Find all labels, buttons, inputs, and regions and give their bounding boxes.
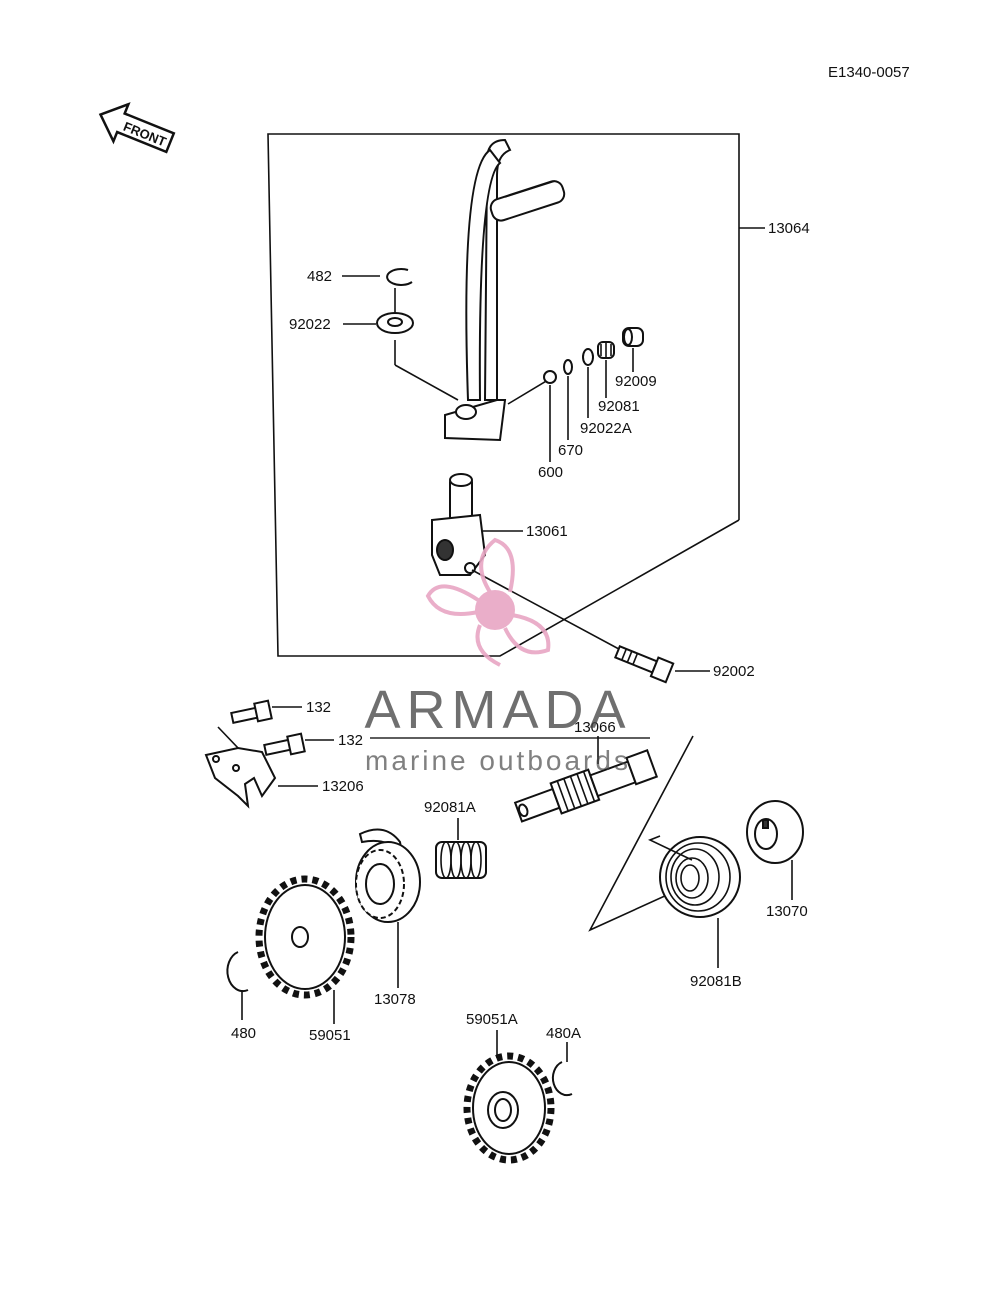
part-label-13206: 13206 [322,778,364,795]
ball-600 [543,370,557,384]
diagram-code: E1340-0057 [828,64,910,81]
bolt-92002 [613,645,675,684]
assembly-box-13064 [267,133,740,657]
part-label-92081: 92081 [598,398,640,415]
spring-92081A [435,841,487,879]
part-label-13064: 13064 [768,220,810,237]
oring-670 [563,359,573,375]
bolt-132-lower [263,732,306,756]
part-label-13070: 13070 [766,903,808,920]
gear-59051 [255,875,355,999]
part-label-92022: 92022 [289,316,331,333]
circlip-480A [551,1061,573,1097]
guide-13070 [746,800,804,864]
circlip-482 [386,267,413,286]
part-label-92009: 92009 [615,373,657,390]
part-label-13061: 13061 [526,523,568,540]
plug-92009 [622,327,644,347]
group-outline [588,735,701,932]
part-label-480: 480 [231,1025,256,1042]
part-label-482: 482 [307,268,332,285]
plate-13206 [204,726,277,809]
part-label-600: 600 [538,464,563,481]
bolt-132-upper [230,699,273,724]
spring-92081 [597,341,615,359]
part-label-132-upper: 132 [306,699,331,716]
watermark: ARMADA marine outboards [364,537,650,776]
part-label-92081A: 92081A [424,799,476,816]
part-label-13078: 13078 [374,991,416,1008]
watermark-brand: ARMADA [364,680,631,740]
kick-pedal-arm [394,138,566,442]
propeller-logo-icon [425,537,551,667]
watermark-tagline: marine outboards [365,745,631,776]
part-label-92002: 92002 [713,663,755,680]
circlip-480 [226,951,249,993]
part-label-480A: 480A [546,1025,581,1042]
part-label-132-lower: 132 [338,732,363,749]
front-arrow-icon: FRONT [98,102,176,154]
part-label-92081B: 92081B [690,973,742,990]
part-label-13066: 13066 [574,719,616,736]
torsion-spring-92081B [648,835,741,918]
part-label-59051: 59051 [309,1027,351,1044]
part-label-92022A: 92022A [580,420,632,437]
kick-shaft-13066 [513,749,659,823]
gear-59051A [463,1052,555,1164]
washer-92022A [582,348,594,366]
ratchet-13078 [355,828,421,923]
part-label-670: 670 [558,442,583,459]
kick-lever-13061 [431,473,487,576]
part-label-59051A: 59051A [466,1011,518,1028]
